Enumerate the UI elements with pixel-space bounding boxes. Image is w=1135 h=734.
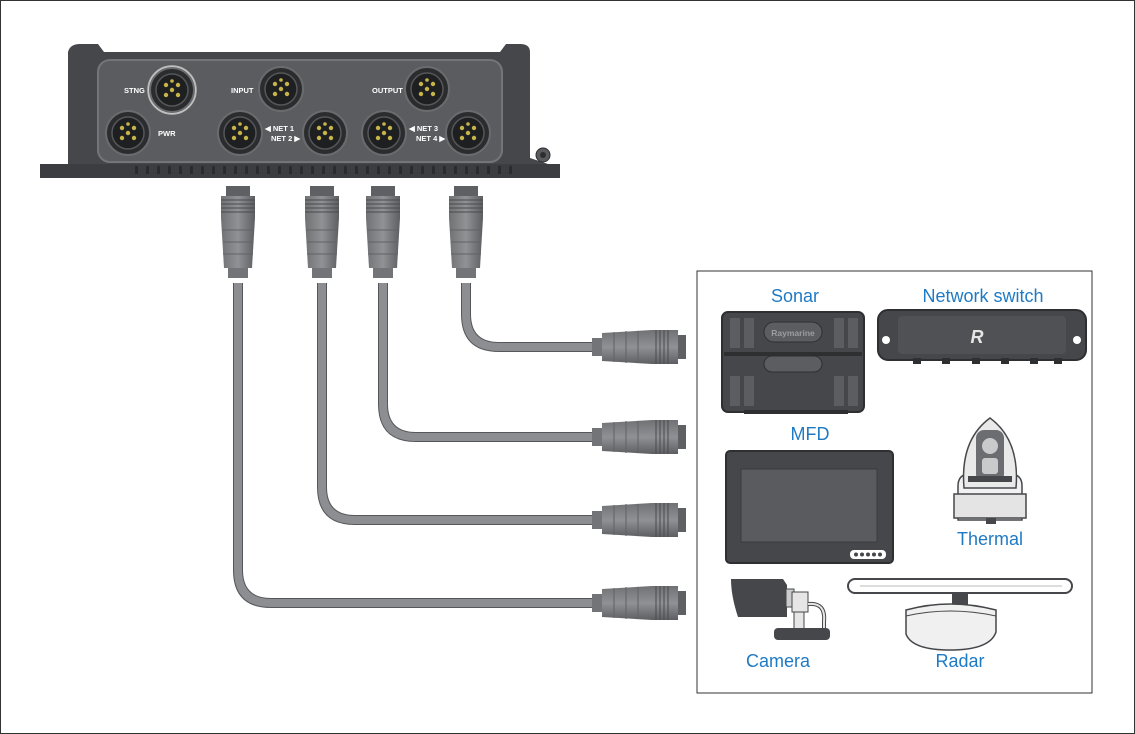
label-net3: ◀ NET 3 bbox=[408, 124, 438, 133]
label-sonar: Sonar bbox=[770, 286, 820, 306]
label-input: INPUT bbox=[231, 86, 254, 95]
cable-net2 bbox=[317, 283, 592, 525]
label-thermal: Thermal bbox=[956, 529, 1024, 549]
port-net2 bbox=[302, 110, 348, 156]
cables-outline bbox=[233, 283, 592, 608]
cables bbox=[233, 283, 592, 608]
label-stng: STNG bbox=[124, 86, 145, 95]
port-net4 bbox=[445, 110, 491, 156]
label-output: OUTPUT bbox=[372, 86, 403, 95]
connector-net3-end bbox=[591, 419, 687, 455]
port-net1 bbox=[217, 110, 263, 156]
network-switch-device: R bbox=[877, 309, 1087, 364]
connector-net4-end bbox=[591, 329, 687, 365]
label-net1: ◀ NET 1 bbox=[264, 124, 294, 133]
network-interface-box: STNG PWR INPUT OUTPUT ◀ NET 1 NET 2 ▶ ◀ … bbox=[40, 44, 560, 178]
horizontal-connectors bbox=[591, 329, 687, 621]
label-net4: NET 4 ▶ bbox=[416, 134, 446, 143]
sonar-logo: Raymarine bbox=[771, 328, 815, 338]
connector-net3-top bbox=[365, 185, 401, 279]
cable-net4 bbox=[461, 283, 592, 352]
connector-net4-top bbox=[448, 185, 484, 279]
port-stng bbox=[147, 65, 197, 115]
mfd-device bbox=[725, 450, 894, 564]
label-net2: NET 2 ▶ bbox=[271, 134, 301, 143]
cable-net1 bbox=[233, 283, 592, 608]
connector-net2-top bbox=[304, 185, 340, 279]
connector-net1-end bbox=[591, 585, 687, 621]
connector-net2-end bbox=[591, 502, 687, 538]
switch-logo: R bbox=[971, 327, 984, 347]
label-mfd: MFD bbox=[790, 424, 830, 444]
port-pwr bbox=[105, 110, 151, 156]
port-input bbox=[258, 66, 304, 112]
port-net3 bbox=[361, 110, 407, 156]
label-pwr: PWR bbox=[158, 129, 176, 138]
label-network-switch: Network switch bbox=[922, 286, 1044, 306]
sonar-device: Raymarine bbox=[721, 311, 865, 414]
thermal-camera-device bbox=[953, 417, 1027, 524]
label-radar: Radar bbox=[935, 651, 985, 671]
port-output bbox=[404, 66, 450, 112]
cable-net3 bbox=[378, 283, 592, 442]
radar-device bbox=[847, 578, 1073, 651]
camera-device bbox=[731, 579, 830, 640]
connector-net1-top bbox=[220, 185, 256, 279]
vertical-connectors bbox=[220, 185, 484, 279]
label-camera: Camera bbox=[745, 651, 811, 671]
